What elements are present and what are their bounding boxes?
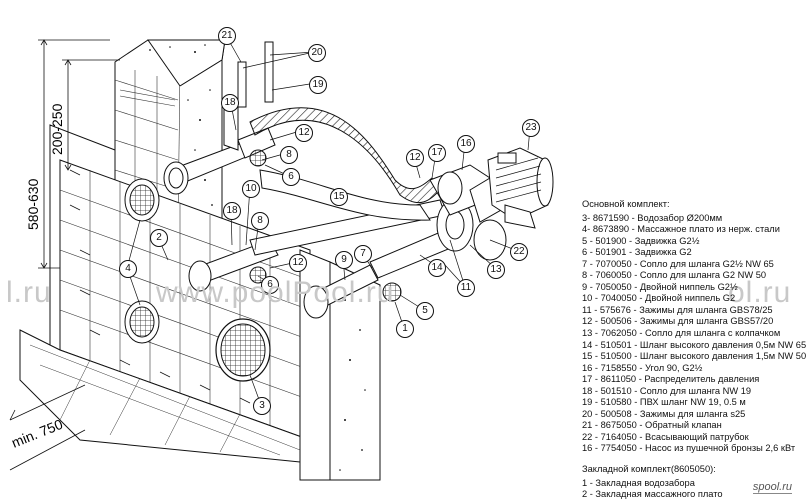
- callout-15: 15: [330, 188, 348, 206]
- callout-12a: 12: [295, 124, 313, 142]
- dimension-580: 580-630: [25, 178, 41, 230]
- legend-item: 16 - 7754050 - Насос из пушечной бронзы …: [582, 443, 796, 454]
- legend-item: 12 - 500506 - Зажимы для шланга GBS57/20: [582, 316, 774, 327]
- callout-16: 16: [457, 135, 475, 153]
- water-intake-grate: [215, 318, 271, 382]
- legend-item: 3- 8671590 - Водозабор Ø200мм: [582, 212, 723, 223]
- massage-plate-lower: [124, 300, 160, 344]
- massage-plate-upper: [124, 178, 160, 222]
- dimension-lines: [9, 39, 120, 471]
- watermark-middle: www.poolPool.ru: [156, 276, 395, 309]
- callout-12b: 12: [289, 254, 307, 272]
- callout-9: 9: [335, 251, 353, 269]
- callout-4: 4: [119, 260, 137, 278]
- legend-item: 16 - 7158550 - Угол 90, G2½: [582, 362, 703, 373]
- legend-item: 19 - 510580 - ПВХ шланг NW 19, 0.5 м: [582, 397, 746, 408]
- legend-item: 20 - 500508 - Зажимы для шланга s25: [582, 408, 746, 419]
- legend-item: 13 - 7062050 - Сопло для шланга с колпач…: [582, 328, 781, 339]
- piping: [163, 41, 459, 319]
- legend-item: 11 - 575676 - Зажимы для шланга GBS78/25: [582, 304, 773, 315]
- watermark-left: l.ru: [6, 276, 52, 309]
- legend-item: 18 - 501510 - Сопло для шланга NW 19: [582, 385, 752, 396]
- callout-7: 7: [354, 245, 372, 263]
- callout-6a: 6: [282, 168, 300, 186]
- parts-legend: Основной комплект: 3- 8671590 - Водозабо…: [582, 199, 806, 501]
- callout-23: 23: [522, 119, 540, 137]
- callout-21: 21: [218, 27, 236, 45]
- callout-18a: 18: [221, 94, 239, 112]
- legend-item: 17 - 8611050 - Распределитель давления: [582, 374, 760, 385]
- callout-17: 17: [428, 144, 446, 162]
- callout-18b: 18: [223, 202, 241, 220]
- legend-item: 8 - 7060050 - Сопло для шланга G2 NW 50: [582, 270, 767, 281]
- callout-6b: 6: [261, 276, 279, 294]
- legend-item: 4- 8673890 - Массажное плато из нерж. ст…: [582, 224, 780, 235]
- callout-5: 5: [416, 302, 434, 320]
- legend-item: 1 - Закладная водозабора: [582, 477, 695, 488]
- callout-19: 19: [309, 76, 327, 94]
- pump-assembly: [429, 147, 554, 261]
- callout-3: 3: [253, 397, 271, 415]
- legend-item: 6 - 501901 - Задвижка G2: [582, 247, 692, 258]
- pool-wall: [19, 39, 381, 481]
- legend-item: 9 - 7050050 - Двойной ниппель G2½: [582, 281, 738, 292]
- legend-main-title: Основной комплект:: [582, 199, 670, 209]
- brand-logo: spool.ru: [752, 481, 792, 494]
- legend-item: 10 - 7040050 - Двойной ниппель G2: [582, 293, 736, 304]
- callout-8b: 8: [251, 212, 269, 230]
- legend-item: 14 - 510501 - Шланг высокого давления 0,…: [582, 339, 806, 350]
- callout-11: 11: [457, 279, 475, 297]
- legend-item: 2 - Закладная массажного плато: [582, 489, 723, 500]
- callout-13: 13: [487, 261, 505, 279]
- legend-item: 15 - 510500 - Шланг высокого давления 1,…: [582, 351, 806, 362]
- legend-item: 21 - 8675050 - Обратный клапан: [582, 420, 722, 431]
- dimension-200: 200-250: [49, 103, 65, 155]
- callout-8a: 8: [280, 146, 298, 164]
- callout-20: 20: [308, 44, 326, 62]
- legend-item: 7 - 7070050 - Сопло для шланга G2½ NW 65: [582, 258, 774, 269]
- legend-embed-title: Закладной комплект(8605050):: [582, 464, 716, 475]
- legend-item: 22 - 7164050 - Всасывающий патрубок: [582, 431, 749, 442]
- callout-14: 14: [428, 259, 446, 277]
- callout-22: 22: [510, 243, 528, 261]
- callout-10: 10: [242, 180, 260, 198]
- callout-1: 1: [396, 320, 414, 338]
- watermark-right: ol.ru: [728, 276, 792, 309]
- callout-2: 2: [150, 229, 168, 247]
- callout-12c: 12: [406, 149, 424, 167]
- legend-item: 5 - 501900 - Задвижка G2½: [582, 235, 700, 246]
